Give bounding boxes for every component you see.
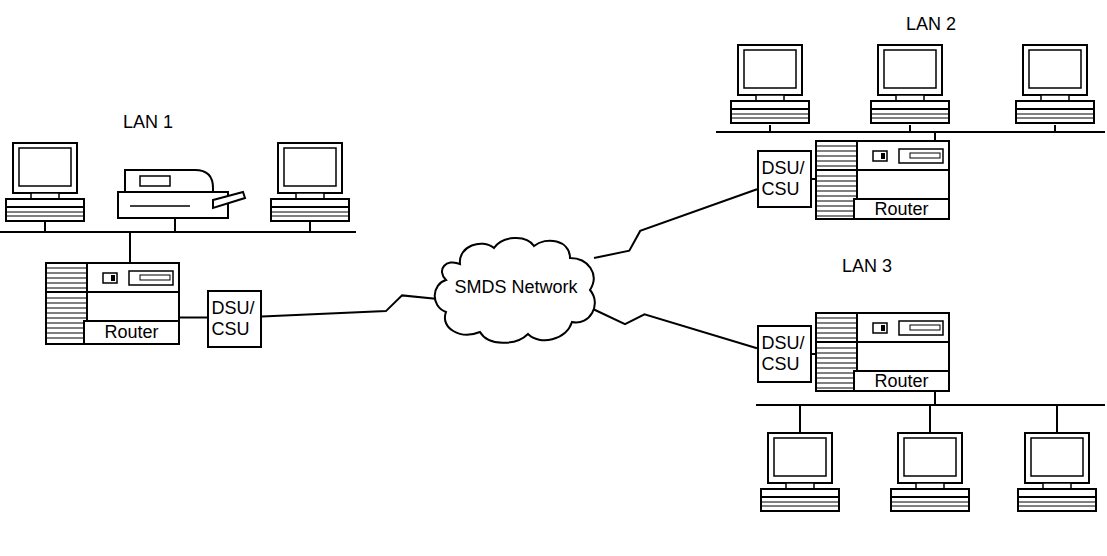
router-label: Router — [853, 198, 950, 220]
wan-link — [594, 310, 757, 349]
serial-cable — [180, 317, 207, 319]
router-box: Router — [45, 262, 180, 345]
dsu-label: DSU/ CSU — [762, 158, 808, 200]
lan-label: LAN 3 — [842, 256, 892, 277]
network-cloud: SMDS Network — [430, 234, 602, 348]
wan-link — [262, 295, 438, 316]
wan-link — [594, 189, 757, 258]
router-box: Router — [815, 312, 950, 392]
router-box: Router — [815, 140, 950, 220]
dsu-label: DSU/ CSU — [762, 333, 808, 375]
lan-label: LAN 2 — [906, 14, 956, 35]
network-label: SMDS Network — [430, 277, 602, 298]
dsu-csu-box: DSU/ CSU — [207, 290, 262, 348]
dsu-label: DSU/ CSU — [212, 298, 258, 340]
dsu-csu-box: DSU/ CSU — [757, 325, 812, 383]
router-label: Router — [83, 320, 180, 345]
dsu-csu-box: DSU/ CSU — [757, 150, 812, 208]
lan-label: LAN 1 — [123, 112, 173, 133]
router-label: Router — [853, 370, 950, 392]
